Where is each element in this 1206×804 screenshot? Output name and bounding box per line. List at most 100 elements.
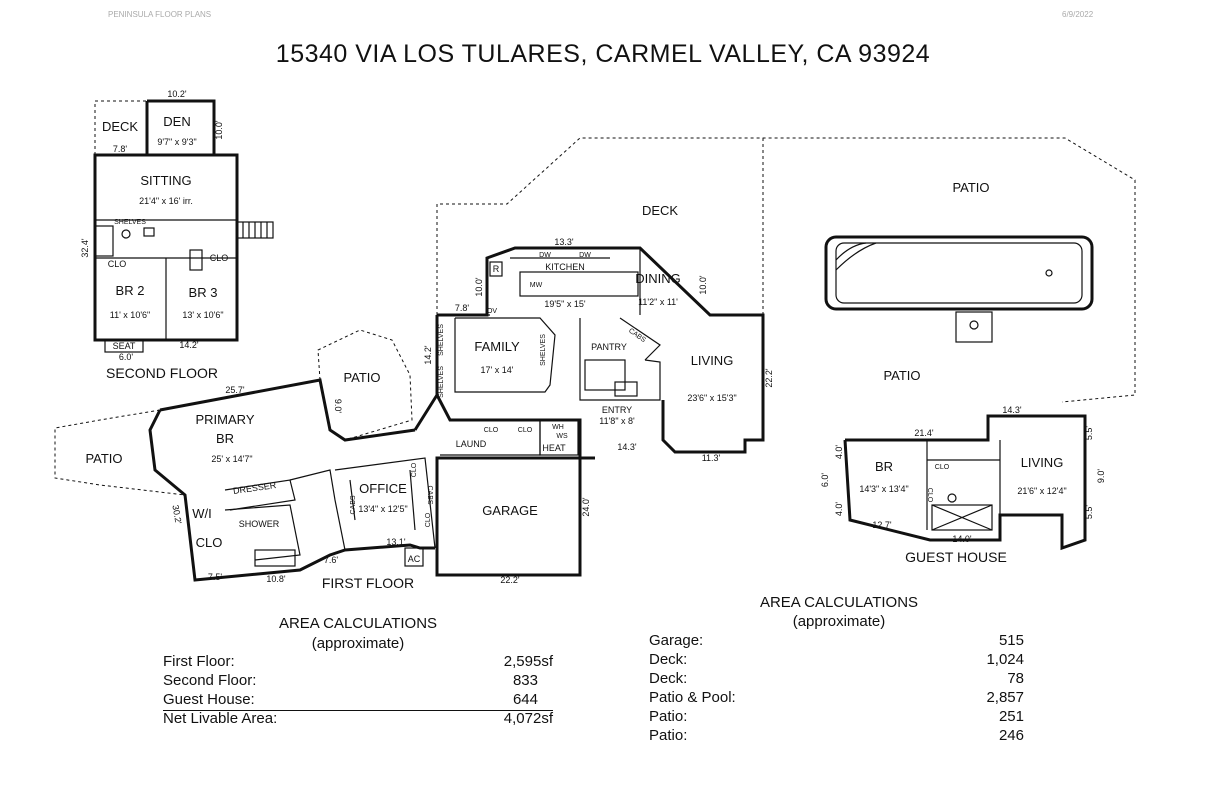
area-right-row: Deck:78	[649, 670, 1024, 687]
dim-13-1: 13.1'	[386, 537, 406, 547]
room-br3: BR 3	[189, 285, 218, 300]
room-office-dim: 13'4" x 12'5"	[358, 504, 407, 514]
dim-14-0: 14.0'	[952, 534, 972, 544]
dim-10-2: 10.2'	[167, 89, 187, 99]
label-seat: SEAT	[113, 341, 136, 351]
area-right-row: Patio:251	[649, 708, 1024, 725]
label-dresser: DRESSER	[232, 480, 277, 496]
room-br3-dim: 13' x 10'6"	[182, 310, 223, 320]
room-den-dim: 9'7" x 9'3"	[157, 137, 196, 147]
area-calc-left: AREA CALCULATIONS (approximate) First Fl…	[163, 615, 553, 730]
dim-10-0-den: 10.0'	[214, 120, 224, 140]
room-dining: DINING	[635, 271, 681, 286]
dim-14-2-family: 14.2'	[423, 345, 433, 365]
room-wi: W/I	[192, 506, 212, 521]
dim-5-5-b: 5.5'	[1084, 505, 1094, 520]
room-shower: SHOWER	[239, 519, 280, 529]
area-right-row: Garage:515	[649, 632, 1024, 649]
room-heat: HEAT	[542, 443, 566, 453]
room-br2-dim: 11' x 10'6"	[110, 310, 151, 320]
dim-9-0-patio: 9.0'	[333, 399, 343, 414]
room-dining-dim: 11'2" x 11'	[638, 297, 678, 307]
room-family: FAMILY	[474, 339, 520, 354]
room-laund: LAUND	[456, 439, 487, 449]
room-pantry: PANTRY	[591, 342, 627, 352]
area-right-subtitle: (approximate)	[792, 613, 886, 630]
room-kitchen: KITCHEN	[545, 262, 585, 272]
floor-label-first: FIRST FLOOR	[322, 575, 414, 591]
dim-7-5: 7.5'	[208, 572, 223, 582]
room-guest-living: LIVING	[1021, 455, 1064, 470]
room-living: LIVING	[691, 353, 734, 368]
label-clo-guest-1: CLO	[935, 464, 950, 471]
room-deck-main: DECK	[642, 203, 678, 218]
label-clo-guest-2: CLO	[926, 488, 933, 503]
dim-14-3-entry: 14.3'	[617, 442, 637, 452]
room-entry-dim: 11'8" x 8'	[599, 416, 635, 426]
label-mw: MW	[530, 282, 543, 289]
label-ov: OV	[487, 308, 497, 315]
room-patio-primary: PATIO	[343, 370, 380, 385]
brand-label: PENINSULA FLOOR PLANS	[108, 10, 212, 19]
label-shelves-2f: SHELVES	[114, 219, 146, 226]
first-floor-plan	[54, 137, 1136, 582]
dim-11-3: 11.3'	[702, 453, 721, 463]
room-guest-br: BR	[875, 459, 893, 474]
dim-30-2: 30.2'	[170, 504, 183, 525]
room-guest-br-dim: 14'3" x 13'4"	[859, 484, 908, 494]
dim-6-0-guest: 6.0'	[820, 473, 830, 488]
dim-9-0-guest: 9.0'	[1096, 469, 1106, 484]
dim-32-4: 32.4'	[80, 238, 90, 258]
room-primary-br: BR	[216, 431, 234, 446]
room-den: DEN	[163, 114, 190, 129]
label-ac: AC	[408, 554, 421, 564]
label-clo-br2: CLO	[108, 259, 127, 269]
room-patio-top: PATIO	[952, 180, 989, 195]
room-garage: GARAGE	[482, 503, 538, 518]
label-clo-br3: CLO	[210, 253, 229, 263]
room-family-dim: 17' x 14'	[481, 365, 514, 375]
dim-4-0-b: 4.0'	[834, 502, 844, 517]
dim-14-3-guest: 14.3'	[1002, 405, 1022, 415]
label-cabs-office-1: CABS	[350, 495, 357, 514]
dim-10-0-dining: 10.0'	[698, 275, 708, 295]
dim-12-7: 12.7'	[872, 520, 892, 530]
label-ws: WS	[556, 433, 568, 440]
dim-22-2: 22.2'	[764, 368, 774, 388]
dim-14-2-2f: 14.2'	[179, 340, 199, 350]
label-clo-laund-1: CLO	[484, 427, 499, 434]
label-shelves-family-1: SHELVES	[438, 324, 445, 356]
dim-24-0: 24.0'	[581, 497, 591, 517]
date-label: 6/9/2022	[1062, 10, 1094, 19]
dim-7-8-deck: 7.8'	[113, 144, 128, 154]
room-sitting-dim: 21'4" x 16' irr.	[139, 196, 193, 206]
dim-13-3: 13.3'	[554, 237, 574, 247]
floor-label-second: SECOND FLOOR	[106, 365, 218, 381]
dim-6-0-2f: 6.0'	[119, 352, 134, 362]
dim-21-4: 21.4'	[914, 428, 934, 438]
label-dw-2: DW	[579, 252, 591, 259]
dim-7-8-family: 7.8'	[455, 303, 470, 313]
dim-5-5-a: 5.5'	[1084, 426, 1094, 441]
area-left-row: Net Livable Area:4,072sf	[163, 710, 553, 727]
page-title: 15340 VIA LOS TULARES, CARMEL VALLEY, CA…	[275, 40, 931, 68]
room-sitting: SITTING	[140, 173, 191, 188]
room-patio-mid: PATIO	[883, 368, 920, 383]
room-kitchen-dim: 19'5" x 15'	[544, 299, 585, 309]
guest-house-plan	[843, 414, 1087, 551]
label-shelves-family-3: SHELVES	[540, 334, 547, 366]
label-cabs-office-2: CABS	[426, 485, 433, 504]
label-wh: WH	[552, 424, 564, 431]
dim-4-0-a: 4.0'	[834, 445, 844, 460]
area-right-row: Deck:1,024	[649, 651, 1024, 668]
second-floor-plan	[93, 99, 274, 353]
label-shelves-family-2: SHELVES	[438, 366, 445, 398]
room-living-dim: 23'6" x 15'3"	[687, 393, 736, 403]
dim-22-2-garage: 22.2'	[500, 575, 520, 585]
dim-25-7: 25.7'	[225, 385, 245, 395]
label-dw-1: DW	[539, 252, 551, 259]
area-left-row: Guest House:644	[163, 691, 553, 711]
area-left-title: AREA CALCULATIONS	[278, 615, 438, 632]
label-clo-office-2: CLO	[425, 512, 432, 527]
